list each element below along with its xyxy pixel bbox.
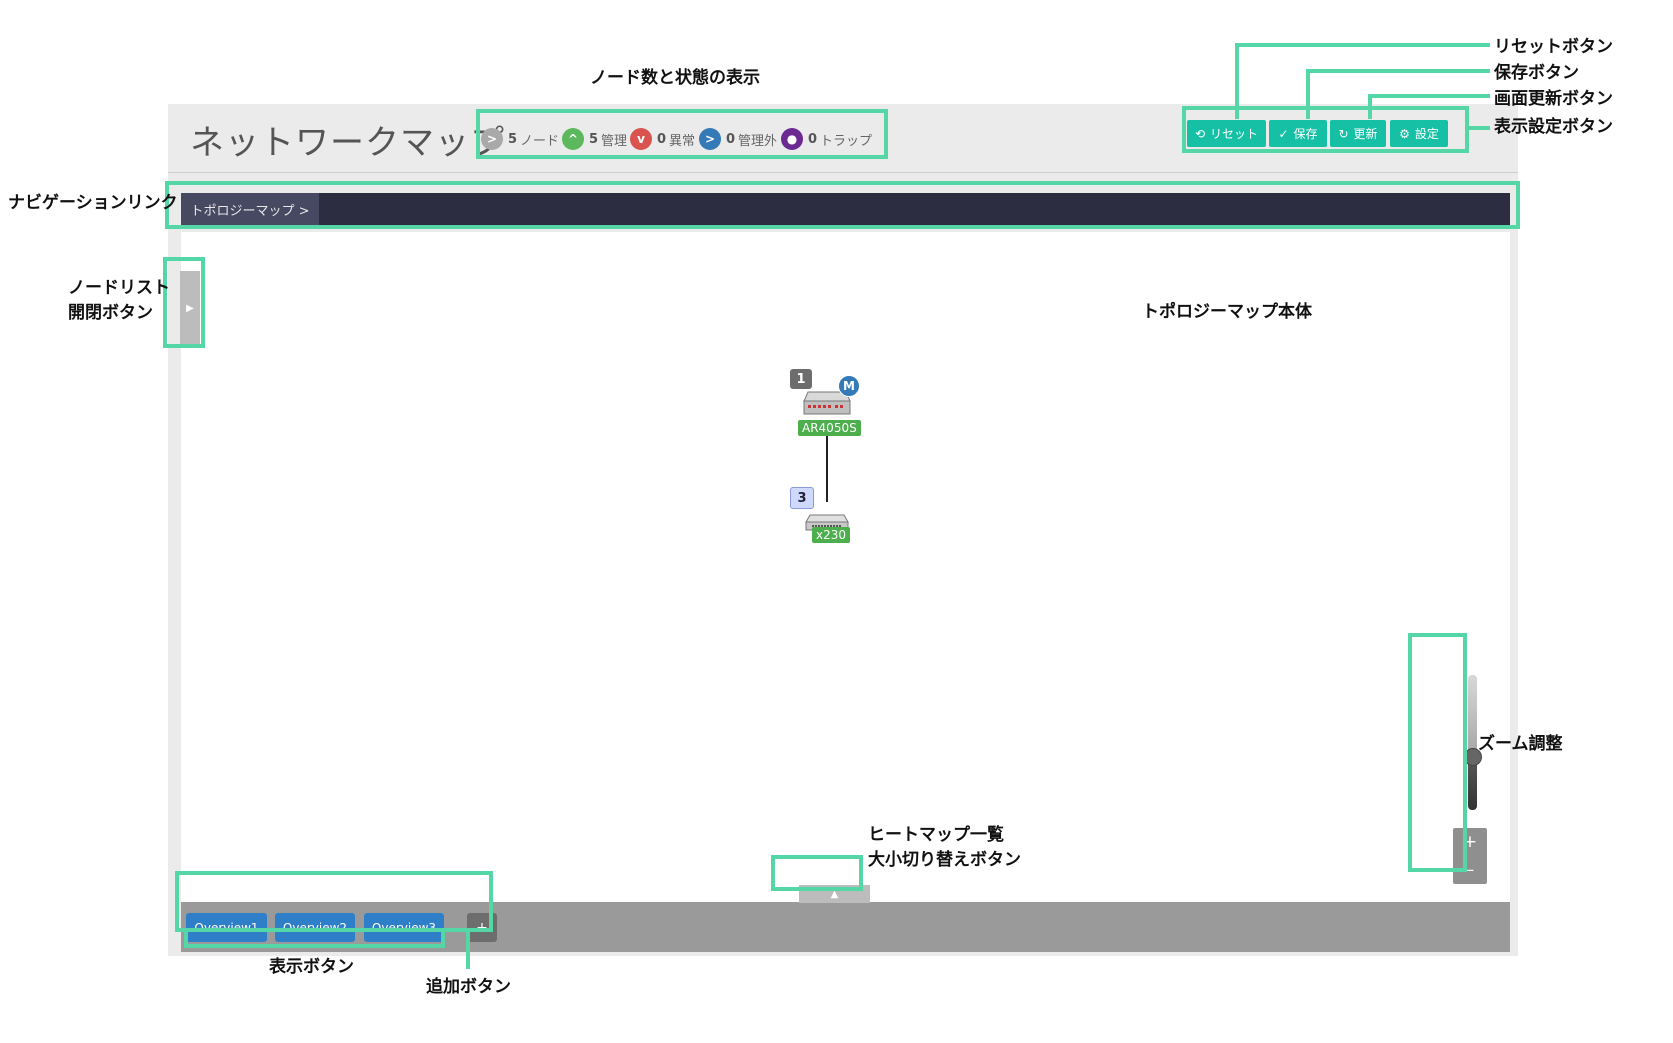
annotation-nodelist-line2: 開閉ボタン	[68, 301, 153, 326]
node-label-x230[interactable]: x230	[812, 527, 850, 543]
annotation-settings: 表示設定ボタン	[1494, 115, 1613, 140]
leader-line	[1306, 69, 1310, 119]
annotation-reset: リセットボタン	[1494, 35, 1613, 60]
annotation-node-status: ノード数と状態の表示	[590, 66, 760, 91]
annotation-add-button: 追加ボタン	[426, 975, 511, 1000]
node-label-ar4050s[interactable]: AR4050S	[798, 420, 861, 436]
highlight-navbar	[165, 181, 1520, 229]
highlight-overview-buttons	[175, 871, 493, 932]
leader-line	[1368, 94, 1490, 98]
leader-line	[184, 944, 445, 948]
zoom-slider[interactable]	[1468, 675, 1477, 810]
annotation-nav-link: ナビゲーションリンク	[8, 191, 178, 216]
node-badge: 3	[790, 487, 814, 509]
annotation-nodelist-line1: ノードリスト	[68, 276, 170, 301]
leader-line	[1306, 69, 1490, 73]
annotation-heatmap-line1: ヒートマップ一覧	[868, 823, 1004, 848]
leader-line	[1235, 43, 1239, 119]
leader-line	[466, 932, 470, 969]
annotation-view-buttons: 表示ボタン	[269, 955, 354, 980]
highlight-nodelist-toggle	[163, 257, 205, 348]
page-title: ネットワークマップ	[190, 115, 505, 164]
highlight-heatmap-toggle	[771, 855, 863, 891]
annotation-heatmap-line2: 大小切り替えボタン	[868, 848, 1021, 873]
header-divider	[168, 172, 1518, 173]
leader-line	[1469, 126, 1490, 130]
leader-line	[1235, 43, 1490, 47]
leader-line	[441, 932, 445, 946]
topology-map-canvas[interactable]	[181, 232, 1510, 902]
annotation-zoom: ズーム調整	[1478, 732, 1563, 757]
node-badge: 1	[790, 369, 812, 389]
annotation-refresh: 画面更新ボタン	[1494, 87, 1613, 112]
annotation-save: 保存ボタン	[1494, 61, 1579, 86]
highlight-zoom	[1408, 633, 1467, 872]
highlight-toolbar	[1182, 106, 1469, 153]
annotation-topology: トポロジーマップ本体	[1142, 300, 1312, 325]
management-badge: M	[838, 375, 860, 397]
highlight-node-status	[476, 109, 888, 159]
